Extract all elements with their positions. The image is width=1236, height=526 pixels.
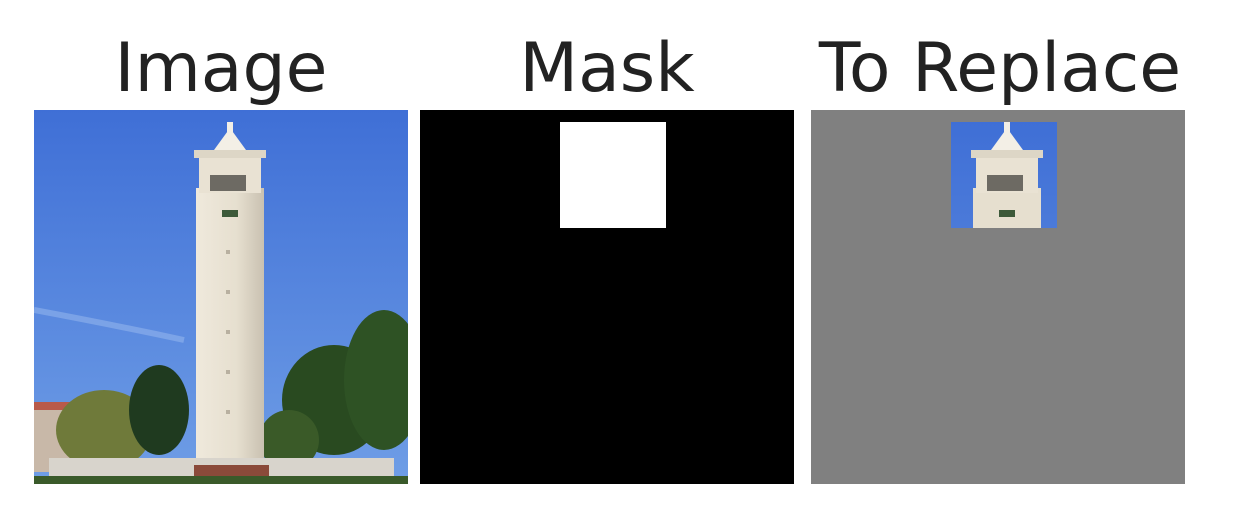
mask-image (420, 110, 794, 484)
tower-photo (34, 110, 408, 484)
to-replace-image (811, 110, 1185, 484)
image-panel-title: Image (114, 29, 328, 108)
mask-panel-title: Mask (519, 29, 695, 108)
tower-top-crop (951, 122, 1057, 228)
original-image (34, 110, 408, 484)
to-replace-panel-title: To Replace (818, 29, 1182, 108)
masked-crop (951, 122, 1057, 228)
mask-region (560, 122, 666, 228)
